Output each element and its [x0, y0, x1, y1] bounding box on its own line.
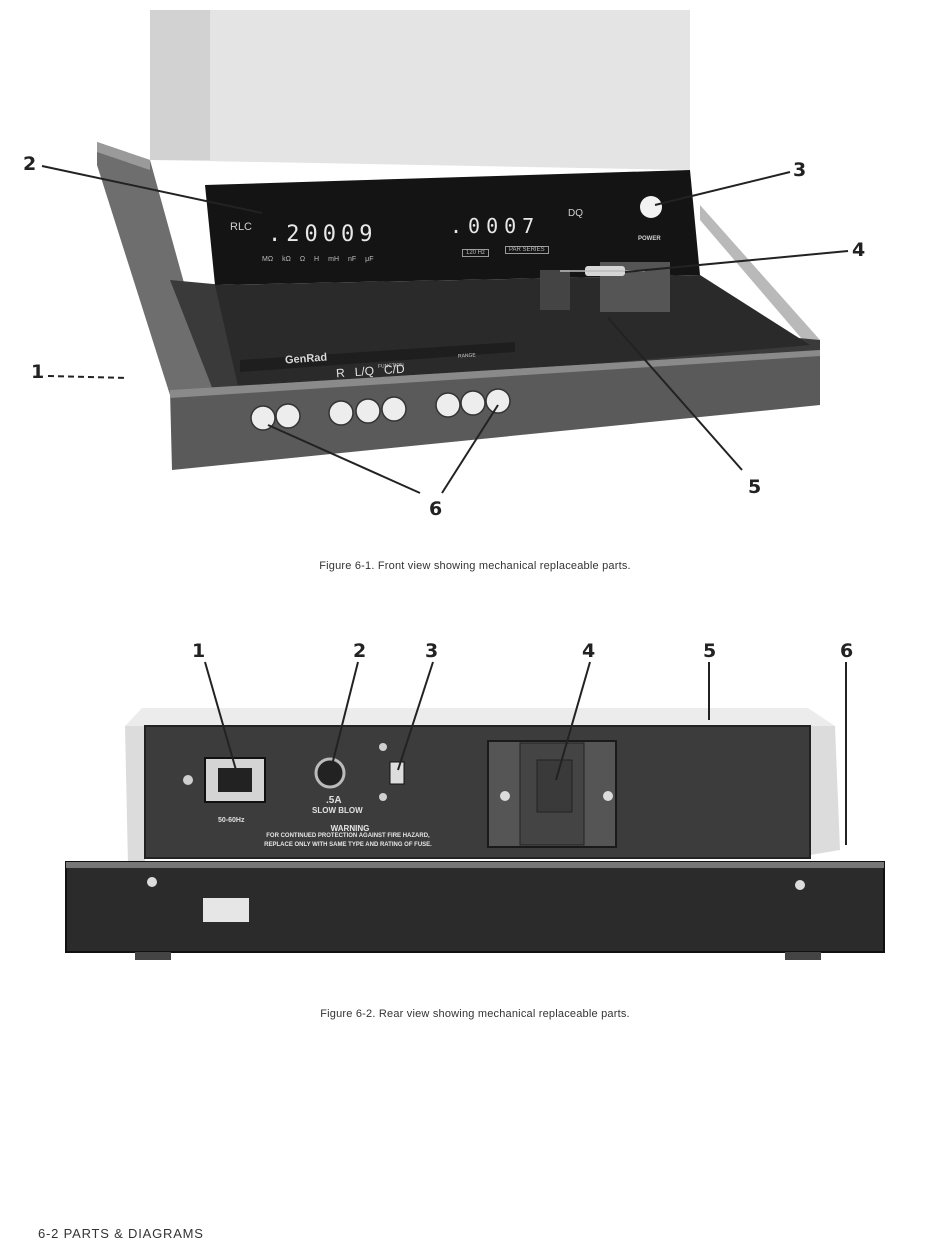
power-button: [640, 196, 662, 218]
lower-case: [65, 861, 885, 953]
callout-fig2-4: 4: [582, 640, 596, 662]
fuse-rating-label: .5A: [326, 795, 342, 806]
unit-mohm: MΩ: [262, 256, 274, 263]
inlet-freq-label: 50-60Hz: [218, 817, 245, 824]
callout-fig1-2: 2: [23, 153, 37, 175]
unit-kohm: kΩ: [282, 256, 291, 263]
primary-display: .20009: [268, 222, 378, 247]
voltage-switch: [389, 761, 405, 785]
front-knobs: [250, 388, 511, 431]
figure-6-2-caption: Figure 6-2. Rear view showing mechanical…: [320, 1008, 630, 1020]
callout-fig1-1: 1: [31, 361, 45, 383]
callout-fig1-4: 4: [852, 239, 866, 261]
right-side-rail: [700, 205, 820, 360]
unit-labels: MΩ kΩ Ω H mH nF μF: [262, 256, 373, 263]
figure-6-2-photo: [0, 630, 950, 980]
callout-fig1-5: 5: [748, 476, 762, 498]
warning-line-2: REPLACE ONLY WITH SAME TYPE AND RATING O…: [264, 842, 432, 848]
display-panel: [205, 170, 700, 285]
callout-fig2-3: 3: [425, 640, 439, 662]
freq-button-label: 120 Hz: [462, 249, 490, 257]
figure-6-1-photo: [0, 0, 950, 540]
callout-fig1-3: 3: [793, 159, 807, 181]
mode-button-label: PAR SERIES: [505, 246, 549, 254]
unit-uf: μF: [365, 256, 374, 263]
unit-mh: mH: [328, 256, 339, 263]
unit-ohm: Ω: [299, 256, 306, 263]
warning-line-1: FOR CONTINUED PROTECTION AGAINST FIRE HA…: [266, 833, 430, 839]
dq-label: DQ: [568, 208, 583, 219]
figure-6-1-caption: Figure 6-1. Front view showing mechanica…: [319, 560, 631, 572]
callout-fig2-6: 6: [840, 640, 854, 662]
secondary-display: .0007: [450, 214, 541, 238]
callout-fig2-2: 2: [353, 640, 367, 662]
page-footer: 6-2 PARTS & DIAGRAMS: [38, 1226, 204, 1241]
warning-title: WARNING: [330, 824, 370, 833]
callout-fig2-5: 5: [703, 640, 717, 662]
rear-top-cover: [125, 708, 835, 726]
rear-label: [203, 898, 249, 922]
left-side-rail: [97, 142, 215, 395]
callout-fig1-6: 6: [429, 498, 443, 520]
range-label: RANGE: [457, 352, 476, 360]
rlc-label: RLC: [230, 221, 253, 233]
unit-h: H: [314, 256, 320, 263]
top-cover: [150, 10, 690, 170]
fuse-type-label: SLOW BLOW: [312, 806, 363, 815]
power-label: POWER: [638, 236, 661, 242]
unit-nf: nF: [348, 256, 357, 263]
callout-fig2-1: 1: [192, 640, 206, 662]
